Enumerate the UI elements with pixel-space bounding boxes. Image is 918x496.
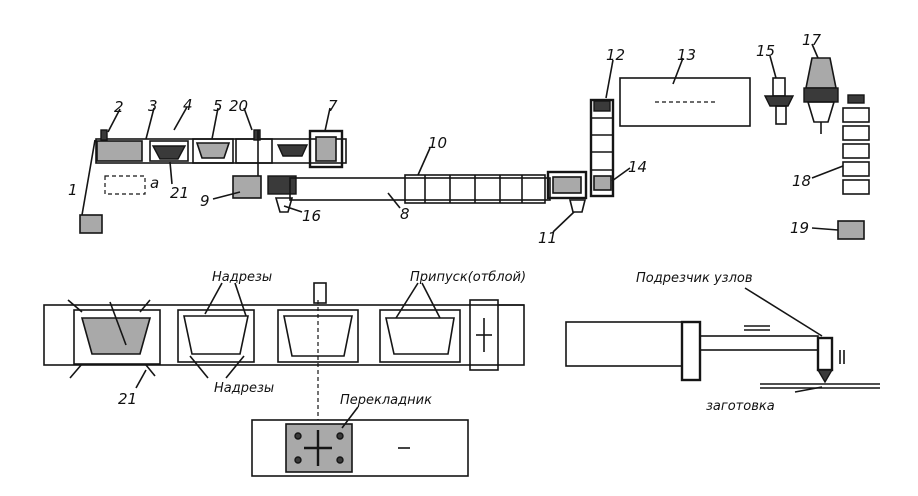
station-1 — [79, 214, 103, 234]
conveyor-8 — [289, 177, 551, 201]
label-7: 7 — [328, 97, 338, 115]
station-3 — [149, 140, 189, 162]
label-18: 18 — [792, 172, 811, 190]
station-19 — [837, 220, 865, 240]
zone-a — [104, 175, 146, 195]
label-nadrezy-bottom: Надрезы — [214, 381, 274, 396]
label-21: 21 — [170, 184, 189, 202]
label-19: 19 — [790, 219, 809, 237]
station-15 — [772, 77, 786, 97]
top-line — [79, 43, 870, 240]
label-a: a — [150, 174, 159, 192]
station-11 — [546, 170, 588, 200]
station-5 — [192, 138, 234, 164]
label-nadrezy-top: Надрезы — [212, 270, 272, 285]
knot-trimmer-detail — [565, 287, 880, 393]
label-13: 13 — [677, 46, 696, 64]
bottom-labels: Надрезы Припуск(отблой) Надрезы 21 Перек… — [118, 270, 775, 414]
station-17 — [805, 57, 837, 89]
label-podrezchik: Подрезчик узлов — [636, 271, 753, 286]
station-9 — [232, 175, 262, 199]
label-2: 2 — [114, 98, 124, 116]
station-13 — [619, 77, 751, 127]
label-pripusk: Припуск(отблой) — [410, 270, 526, 285]
station-14 — [593, 175, 612, 191]
label-11: 11 — [538, 229, 557, 247]
cutting-detail — [43, 282, 525, 420]
top-line-labels: 1 2 3 4 5 20 7 a 21 9 16 8 10 11 12 13 1… — [68, 31, 822, 247]
label-9: 9 — [200, 192, 210, 210]
label-14: 14 — [628, 158, 647, 176]
station-20 — [235, 138, 273, 164]
station-12 — [589, 98, 615, 198]
label-1: 1 — [68, 181, 78, 199]
label-3: 3 — [148, 97, 158, 115]
label-21-bottom: 21 — [118, 390, 137, 408]
transfer-detail — [251, 406, 469, 477]
station-18 — [842, 94, 870, 195]
label-5: 5 — [213, 97, 223, 115]
label-20: 20 — [229, 97, 248, 115]
label-16: 16 — [302, 207, 321, 225]
label-10: 10 — [428, 134, 447, 152]
label-8: 8 — [400, 205, 410, 223]
label-perekladnik: Перекладник — [340, 393, 432, 408]
label-12: 12 — [606, 46, 625, 64]
label-4: 4 — [183, 96, 193, 114]
label-15: 15 — [756, 42, 775, 60]
label-zagotovka: заготовка — [706, 399, 775, 414]
station-2 — [96, 140, 143, 162]
station-7 — [308, 129, 344, 169]
label-17: 17 — [802, 31, 822, 49]
